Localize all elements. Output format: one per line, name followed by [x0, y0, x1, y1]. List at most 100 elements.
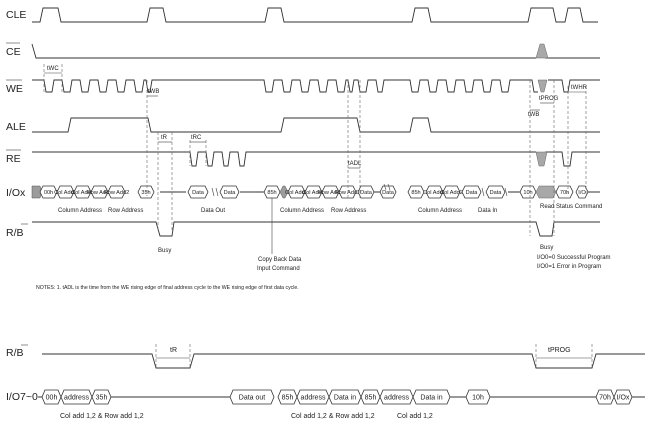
column-address-label-1: Column Address: [58, 208, 102, 214]
svg-text:Col Add2: Col Add2: [440, 190, 463, 196]
notes-text: NOTES: 1. tADL is the time from the WE r…: [36, 285, 299, 291]
tr-label: tR: [161, 135, 168, 141]
we-dont-care-region: [537, 79, 548, 93]
simplified-rb-waveform: [42, 353, 645, 369]
row-address-label-2: Row Address: [331, 208, 366, 214]
simplified-cell-85h-2: 85h: [360, 389, 381, 405]
svg-text:35h: 35h: [141, 190, 150, 196]
io-cell-35h: 35h: [137, 185, 155, 199]
re-dont-care-region: [535, 151, 548, 167]
column-address-label-3: Column Address: [418, 208, 462, 214]
simplified-cell-70h: 70h: [595, 389, 615, 405]
io-cell-85h-b: 85h: [407, 185, 425, 199]
io-cell-data-in-3: Data: [461, 185, 482, 199]
simplified-tprog-label: tPROG: [548, 347, 571, 354]
io-cell-85h-a: 85h: [263, 185, 281, 199]
svg-text:Row Add1: Row Add1: [318, 190, 344, 196]
svg-text:Data: Data: [360, 190, 373, 196]
twc-label: tWC: [47, 66, 59, 72]
column-address-label-2: Column Address: [280, 208, 324, 214]
timing-guides: [43, 64, 587, 236]
svg-text:Row Add2: Row Add2: [335, 190, 361, 196]
tprog-label: tPROG: [539, 96, 559, 102]
copyback-label-line-2: Input Command: [257, 266, 300, 272]
io0-fail-label: I/O0=1 Error in Program: [537, 264, 601, 270]
io-dont-care-start: [31, 185, 43, 199]
svg-text:Data in: Data in: [420, 395, 442, 402]
simplified-cell-data-out: Data out: [229, 389, 275, 405]
svg-text:I/Ox: I/Ox: [617, 395, 630, 402]
we-waveform: [32, 79, 600, 93]
svg-text:35h: 35h: [96, 395, 108, 402]
simplified-cell-data-in-1: Data in: [328, 389, 362, 405]
svg-text:85h: 85h: [282, 395, 294, 402]
svg-text:address: address: [384, 395, 409, 402]
simplified-io-label: I/O7~0: [6, 391, 38, 403]
svg-text:85h: 85h: [365, 395, 377, 402]
rb-label: R/B: [6, 227, 24, 239]
svg-text:I/O: I/O: [578, 190, 586, 196]
trc-label: tRC: [191, 135, 202, 141]
row-address-label-1: Row Address: [108, 208, 143, 214]
io-dont-care-busy: [535, 185, 557, 199]
io-cell-70h: 70h: [555, 185, 574, 199]
cle-label: CLE: [6, 9, 26, 21]
svg-text:85h: 85h: [267, 190, 276, 196]
simplified-cell-address-2: address: [296, 389, 330, 405]
svg-text:Data: Data: [490, 190, 503, 196]
ce-dont-care-region: [535, 43, 549, 59]
simplified-cell-85h-1: 85h: [277, 389, 298, 405]
svg-text:Data: Data: [224, 190, 237, 196]
twb2-label: tWB: [528, 112, 539, 118]
io-cell-10h: 10h: [519, 185, 537, 199]
simplified-caption-1: Col add 1,2 & Row add 1,2: [60, 413, 144, 420]
ce-label: CE: [6, 46, 21, 58]
svg-text:Row Add2: Row Add2: [104, 190, 130, 196]
read-status-label: Read Status Command: [540, 204, 602, 210]
svg-text:10h: 10h: [472, 395, 484, 402]
signal-labels: CLE CE WE ALE RE I/Ox R/B: [6, 9, 28, 239]
svg-text:Col Add1: Col Add1: [54, 190, 77, 196]
tadl-label: tADL: [348, 161, 362, 167]
data-out-label: Data Out: [201, 208, 225, 214]
simplified-cell-data-in-2: Data in: [412, 389, 451, 405]
io-cell-data-in-4: Data: [485, 185, 506, 199]
svg-text:address: address: [301, 395, 326, 402]
svg-text:Col Add2: Col Add2: [302, 190, 325, 196]
svg-text:10h: 10h: [523, 190, 532, 196]
svg-text:00h: 00h: [44, 190, 53, 196]
io-cell-data-out-1: Data: [187, 185, 209, 199]
ce-waveform: [31, 43, 600, 59]
io-bus: 00h Col Add1 Col Add2 Row Add1 Row Add2 …: [31, 183, 600, 199]
io-cell-io0: I/O: [575, 185, 589, 199]
data-in-label: Data In: [478, 208, 497, 214]
io-bus-breaks: [211, 183, 508, 197]
ale-label: ALE: [6, 121, 26, 133]
copyback-label-line-1: Copy Back Data: [258, 257, 302, 263]
io-cell-data-in-2: Data: [379, 185, 397, 199]
svg-text:Col Add1: Col Add1: [285, 190, 308, 196]
simplified-cell-00h: 00h: [41, 389, 62, 405]
io-cell-col-add2-c: Col Add2: [440, 185, 463, 199]
twb-label: tWB: [148, 89, 159, 95]
simplified-rb-label: R/B: [6, 347, 24, 359]
svg-text:85h: 85h: [411, 190, 420, 196]
io-cell-data-out-2: Data: [219, 185, 240, 199]
simplified-cell-35h: 35h: [91, 389, 112, 405]
simplified-cell-iox: I/Ox: [613, 389, 633, 405]
we-label: WE: [6, 83, 23, 95]
svg-text:Data: Data: [192, 190, 205, 196]
svg-text:00h: 00h: [46, 395, 58, 402]
busy-label-1: Busy: [158, 248, 171, 254]
simplified-diagram: R/B I/O7~0 tR tPROG 00h address 35h Data…: [6, 344, 645, 420]
simplified-tr-label: tR: [170, 347, 177, 354]
rb-waveform: [32, 221, 600, 237]
io-cell-row-add2-b: Row Add2: [335, 185, 361, 199]
io0-pass-label: I/O0=0 Successful Program: [537, 255, 611, 261]
twhr-label: tWHR: [571, 85, 588, 91]
svg-text:Data in: Data in: [334, 395, 356, 402]
simplified-caption-3: Col add 1,2: [397, 413, 433, 420]
cle-waveform: [32, 7, 598, 23]
svg-text:70h: 70h: [560, 190, 569, 196]
